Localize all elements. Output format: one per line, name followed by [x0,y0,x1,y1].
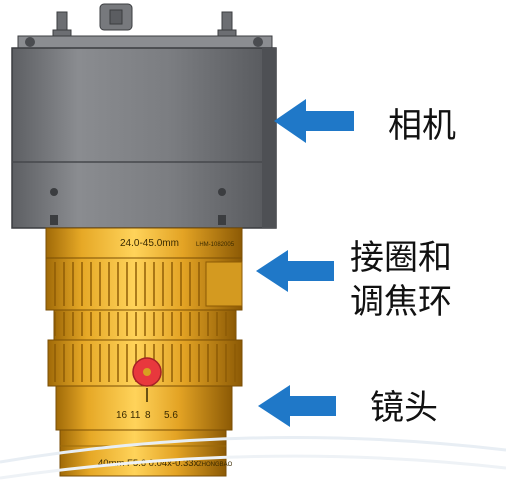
adapter-label-line2: 调焦环 [350,282,452,322]
aperture-mark-11: 11 [130,410,141,421]
decorative-swoosh [0,454,506,480]
focal-range-marking: 24.0-45.0mm [120,238,179,249]
adapter-focus-ring [45,227,243,311]
adapter-arrow-icon [256,250,334,292]
lens-barrel [47,309,243,477]
lens-arrow-icon [258,385,336,427]
brand-marking: ZHONGBAO [198,462,233,468]
adapter-label-line1: 接圈和 [350,238,452,278]
lens-label: 镜头 [370,388,438,428]
decorative-swoosh [0,436,506,464]
model-marking: LHM-1082005 [196,242,235,248]
aperture-mark-8: 8 [145,410,151,421]
camera-arrow-icon [274,99,354,143]
camera-label: 相机 [388,106,456,146]
aperture-mark-5-6: 5.6 [164,410,178,421]
aperture-mark-16: 16 [116,410,128,421]
lens-spec-marking: 40mm F5.6 0.04x-0.33x [98,458,199,469]
camera-body [11,3,277,229]
